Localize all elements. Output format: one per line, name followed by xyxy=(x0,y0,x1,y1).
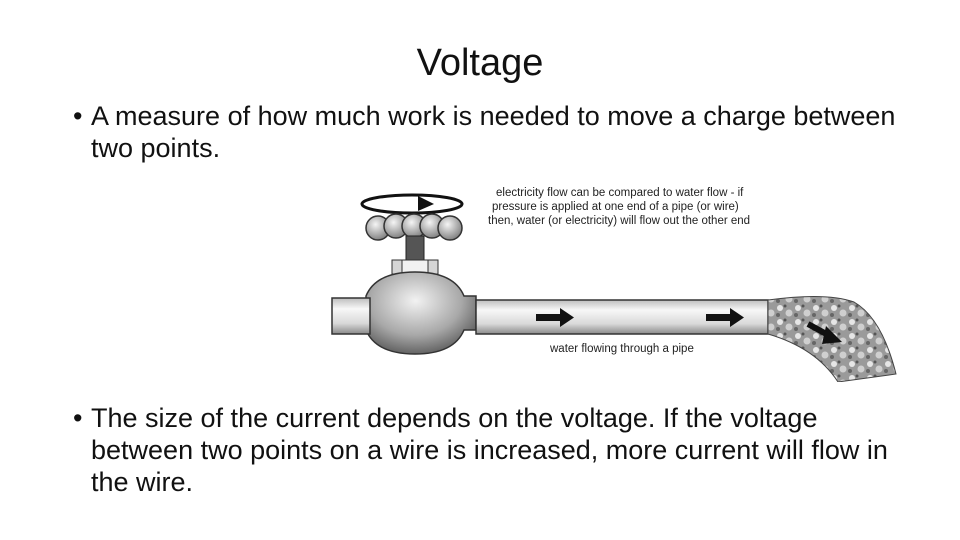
figure-caption-line: then, water (or electricity) will flow o… xyxy=(488,215,750,227)
pipe-valve-illustration: electricity flow can be compared to wate… xyxy=(326,178,900,382)
flow-arrow-icon xyxy=(536,308,574,327)
bullet-item: • A measure of how much work is needed t… xyxy=(73,100,903,164)
rotation-arrow-icon xyxy=(360,193,464,215)
figure-caption-line: electricity flow can be compared to wate… xyxy=(496,187,744,199)
bullet-item: • The size of the current depends on the… xyxy=(73,402,903,498)
valve-handle-icon xyxy=(365,213,463,275)
valve-body xyxy=(365,271,477,355)
flow-arrow-icon xyxy=(706,308,744,327)
bullet-text: A measure of how much work is needed to … xyxy=(91,101,896,163)
pipe-left xyxy=(331,297,371,335)
bullet-text: The size of the current depends on the v… xyxy=(91,403,888,497)
slide-title: Voltage xyxy=(416,42,544,84)
flow-arrow-icon xyxy=(806,321,842,344)
bullet-glyph: • xyxy=(73,403,83,433)
pipe-label: water flowing through a pipe xyxy=(549,343,694,355)
bullet-glyph: • xyxy=(73,101,83,131)
figure-caption-line: pressure is applied at one end of a pipe… xyxy=(492,201,739,213)
